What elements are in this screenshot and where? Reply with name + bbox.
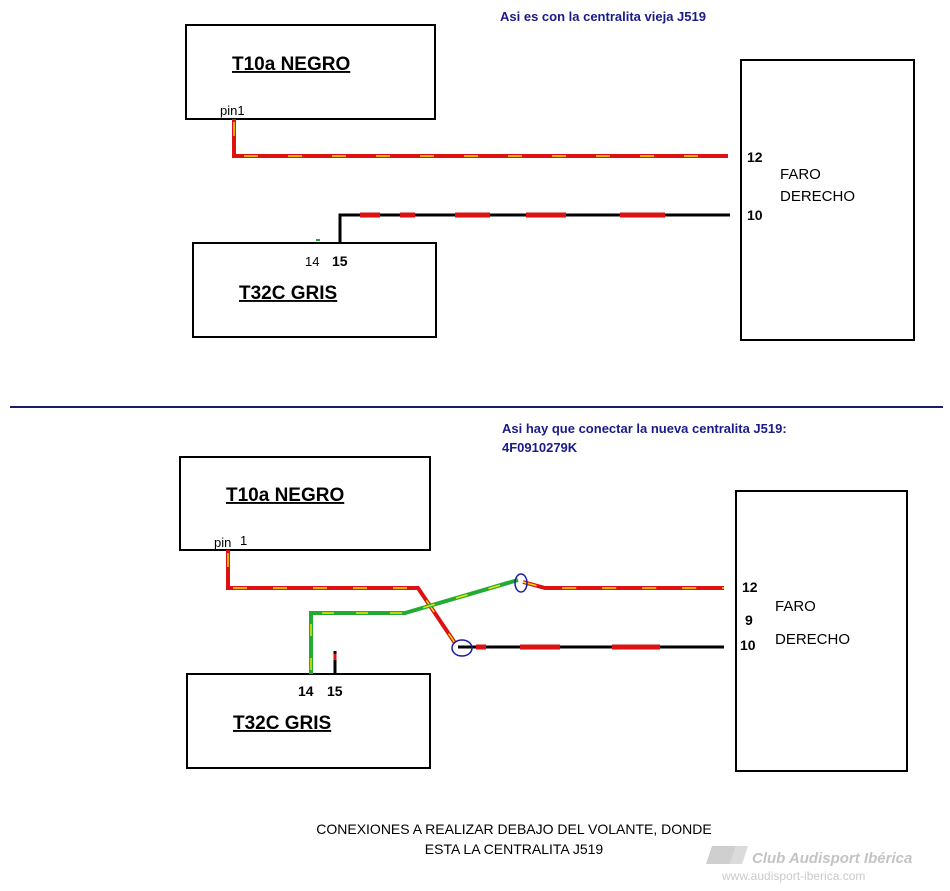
bottom-t32c-pin14: 14 — [298, 683, 314, 699]
top-faro-derecho: FARO DERECHO 12 10 — [740, 59, 915, 341]
bottom-faro-derecho: FARO DERECHO 12 9 10 — [735, 490, 908, 772]
top-faro-label-1: FARO — [780, 166, 821, 183]
bottom-t32c-title: T32C GRIS — [233, 713, 331, 734]
bottom-caption-2: 4F0910279K — [502, 440, 578, 455]
bottom-t10a-pin-num: 1 — [240, 533, 247, 548]
splice-marker-bottom — [451, 639, 473, 657]
bottom-wire-14-to-12 — [309, 578, 724, 674]
top-t32c-title: T32C GRIS — [239, 283, 337, 304]
footer-line-2: ESTA LA CENTRALITA J519 — [425, 841, 604, 857]
bottom-faro-pin9: 9 — [745, 612, 753, 628]
bottom-t32c-pin15: 15 — [327, 683, 343, 699]
bottom-faro-label-2: DERECHO — [775, 631, 850, 648]
top-faro-pin10: 10 — [747, 207, 763, 223]
top-t10a-pin-label: pin1 — [220, 103, 245, 118]
watermark-url: www.audisport-iberica.com — [721, 869, 865, 883]
bottom-wire-pin1-to-10 — [226, 550, 724, 650]
watermark-logo-icon — [706, 846, 736, 864]
top-t10a-connector: T10a NEGRO pin1 — [185, 24, 436, 120]
bottom-caption-1: Asi hay que conectar la nueva centralita… — [502, 421, 787, 436]
bottom-t32c-connector: T32C GRIS 14 15 — [186, 673, 431, 769]
top-wire-15-to-10 — [316, 212, 730, 243]
top-t32c-pin15: 15 — [332, 253, 348, 269]
top-faro-label-2: DERECHO — [780, 188, 855, 205]
top-t32c-pin14: 14 — [305, 254, 319, 269]
top-faro-pin12: 12 — [747, 149, 763, 165]
bottom-t10a-pin-label: pin — [214, 535, 231, 550]
top-t32c-connector: T32C GRIS 14 15 — [192, 242, 437, 338]
bottom-t10a-title: T10a NEGRO — [226, 485, 344, 506]
watermark-brand: Club Audisport Ibérica — [752, 850, 912, 867]
top-wire-pin1-to-12 — [232, 119, 728, 158]
bottom-t10a-connector: T10a NEGRO pin 1 — [179, 456, 431, 551]
top-caption: Asi es con la centralita vieja J519 — [500, 9, 706, 24]
bottom-faro-label-1: FARO — [775, 598, 816, 615]
top-t10a-title: T10a NEGRO — [232, 54, 350, 75]
splice-marker-top — [514, 573, 528, 593]
watermark: Club Audisport Ibérica www.audisport-ibe… — [706, 846, 912, 883]
footer-line-1: CONEXIONES A REALIZAR DEBAJO DEL VOLANTE… — [316, 821, 711, 837]
bottom-faro-pin12: 12 — [742, 579, 758, 595]
bottom-faro-pin10: 10 — [740, 637, 756, 653]
